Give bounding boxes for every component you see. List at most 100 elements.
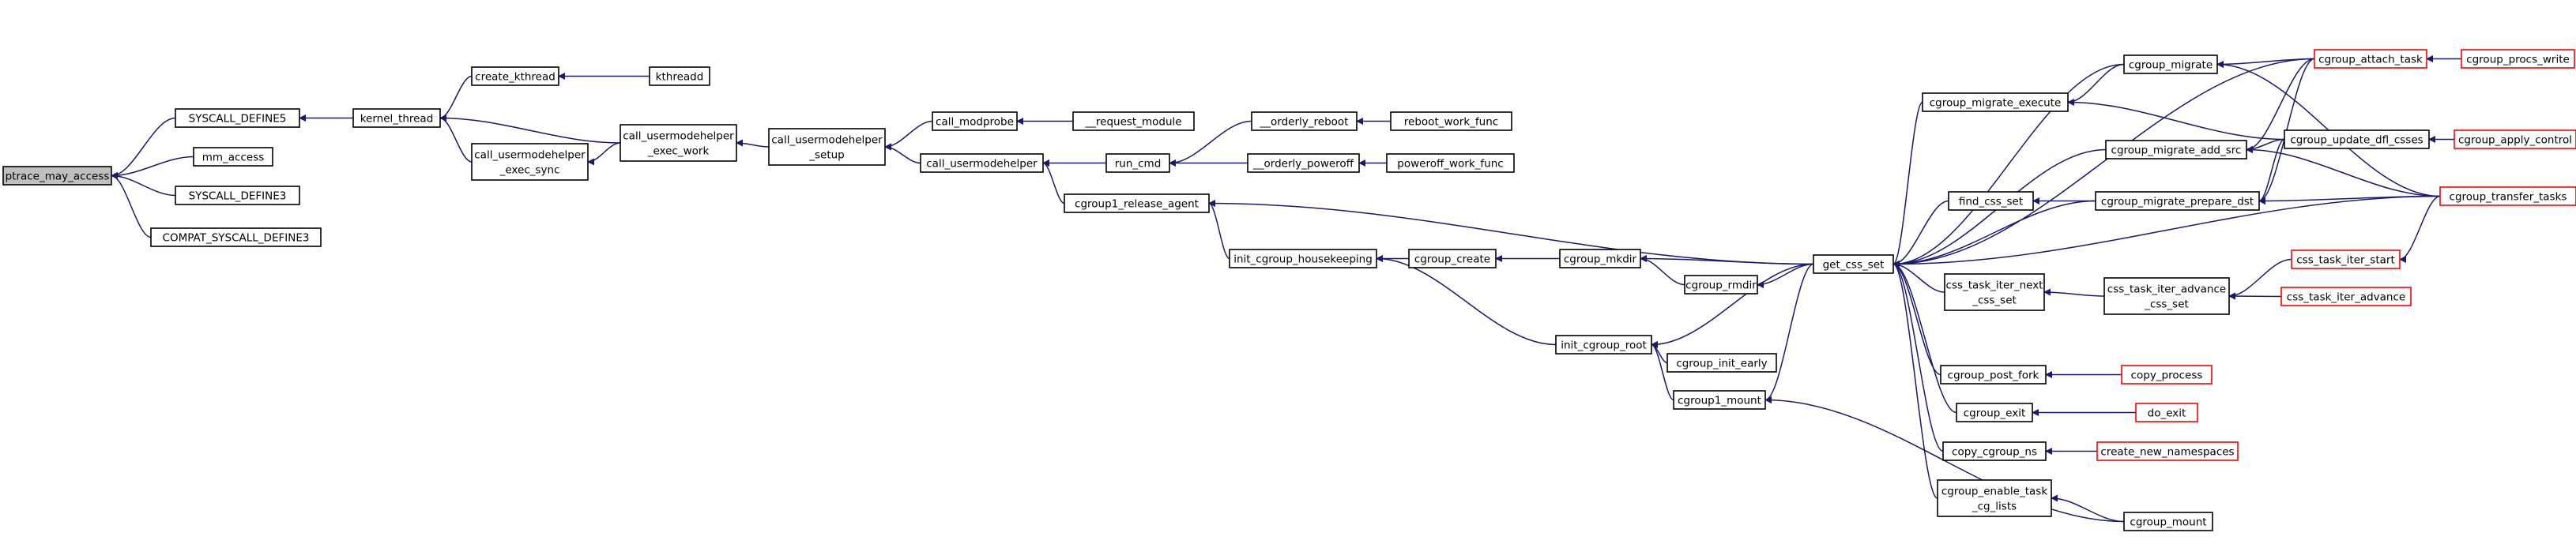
node-cgroup-attach-task[interactable]: cgroup_attach_task [2314,49,2427,69]
edge-call-usermodehelper-exec-sync-to-kernel-thread [439,114,473,163]
edge-get-css-set-to-init-cgroup-root [1651,263,1814,348]
node-cgroup-exit[interactable]: cgroup_exit [1956,403,2033,422]
node-compat-syscall-define3[interactable]: COMPAT_SYSCALL_DEFINE3 [150,227,322,247]
node-copy-process[interactable]: copy_process [2121,365,2213,385]
node-cgroup-mkdir[interactable]: cgroup_mkdir [1559,249,1641,268]
node-box [2439,186,2576,206]
node-label: find_css_set [1959,196,2023,208]
node-label: create_kthread [475,71,555,84]
node-cgroup-rmdir[interactable]: cgroup_rmdir [1684,275,1758,295]
node-cgroup-apply-control[interactable]: cgroup_apply_control [2454,129,2576,149]
edge-cgroup-update-dfl-csses-to-cgroup-migrate-execute [2067,99,2285,141]
node-box [1944,273,2045,311]
node-label: SYSCALL_DEFINE5 [189,113,287,126]
edge-css-task-iter-next-css-set-to-get-css-set [1892,261,1945,293]
node-box [1940,365,2047,385]
node-box [175,186,300,205]
edge-cgroup-attach-task-to-cgroup-migrate [2216,58,2315,68]
node-cgroup-transfer-tasks[interactable]: cgroup_transfer_tasks [2439,186,2576,206]
node-css-task-iter-advance[interactable]: css_task_iter_advance [2280,287,2412,306]
node-label: SYSCALL_DEFINE3 [189,190,287,203]
node-css-task-iter-start[interactable]: css_task_iter_start [2291,249,2401,269]
node-css-task-iter-advance-css-set[interactable]: css_task_iter_advance_css_set [2103,277,2230,315]
node-copy-cgroup-ns[interactable]: copy_cgroup_ns [1942,441,2047,461]
node-label: reboot_work_func [1404,116,1498,129]
node-cgroup1-release-agent[interactable]: cgroup1_release_agent [1064,193,1210,213]
node-cgroup-migrate-execute[interactable]: cgroup_migrate_execute [1922,92,2069,112]
node-poweroff-work-func[interactable]: poweroff_work_func [1386,153,1515,173]
node-create-new-namespaces[interactable]: create_new_namespaces [2096,441,2239,461]
node-label: __orderly_reboot [1260,116,1349,129]
node-call-usermodehelper-exec-sync[interactable]: call_usermodehelper_exec_sync [471,143,589,181]
node-find-css-set[interactable]: find_css_set [1948,191,2034,211]
node-label: mm_access [202,152,265,164]
node-cgroup-migrate-add-src[interactable]: cgroup_migrate_add_src [2105,140,2247,159]
node-css-task-iter-next-css-set[interactable]: css_task_iter_next_css_set [1944,273,2045,311]
node-label: __request_module [1084,116,1181,129]
node-label: init_cgroup_housekeeping [1233,253,1373,266]
edge-cgroup-attach-task-to-get-css-set [1892,58,2315,268]
edge-cgroup-enable-task-cg-lists-to-get-css-set [1892,261,1938,499]
node-box [2314,49,2427,69]
edge-css-task-iter-advance-to-css-task-iter-advance-css-set [2228,292,2282,300]
node-cgroup-create[interactable]: cgroup_create [1408,249,1497,268]
node-reboot-work-func[interactable]: reboot_work_func [1390,111,1512,131]
node-call-usermodehelper-exec-work[interactable]: call_usermodehelper_exec_work [620,124,737,162]
node-orderly-poweroff[interactable]: __orderly_poweroff [1247,153,1360,173]
node-label: COMPAT_SYSCALL_DEFINE3 [163,232,310,245]
node-kthreadd[interactable]: kthreadd [649,66,710,86]
node-cgroup-migrate[interactable]: cgroup_migrate [2123,54,2218,74]
edge-css-task-iter-advance-css-set-to-css-task-iter-next-css-set [2043,288,2105,297]
edge-syscall-define5-to-ptrace-may-access [111,117,176,179]
node-box [1942,441,2047,461]
node-call-usermodehelper[interactable]: call_usermodehelper [920,153,1044,173]
node-label: cgroup_transfer_tasks [2450,191,2567,204]
node-cgroup1-mount[interactable]: cgroup1_mount [1673,390,1766,410]
node-cgroup-update-dfl-csses[interactable]: cgroup_update_dfl_csses [2284,129,2430,149]
node-box [2123,512,2213,531]
node-label: cgroup1_mount [1678,395,1761,407]
node-cgroup-procs-write[interactable]: cgroup_procs_write [2461,49,2575,69]
node-ptrace-may-access[interactable]: ptrace_may_access [2,166,112,186]
node-label: _cg_lists [1972,501,2017,513]
edge-syscall-define3-to-ptrace-may-access [111,172,176,197]
node-label: css_task_iter_start [2296,254,2395,267]
edge-cgroup-transfer-tasks-to-cgroup-migrate-prepare-dst [2258,195,2441,204]
node-label: cgroup_migrate_add_src [2111,144,2242,157]
node-box [1390,111,1512,131]
node-call-usermodehelper-setup[interactable]: call_usermodehelper_setup [768,128,886,166]
node-syscall-define3[interactable]: SYSCALL_DEFINE3 [175,186,300,205]
node-call-modprobe[interactable]: call_modprobe [932,111,1018,131]
node-request-module[interactable]: __request_module [1072,111,1195,131]
node-label: kernel_thread [360,113,434,126]
node-syscall-define5[interactable]: SYSCALL_DEFINE5 [175,108,300,128]
node-get-css-set[interactable]: get_css_set [1813,254,1894,274]
node-mm-access[interactable]: mm_access [193,147,273,167]
node-box [1386,153,1515,173]
node-box [1813,254,1894,274]
node-box [1673,390,1766,410]
node-box [175,108,300,128]
node-create-kthread[interactable]: create_kthread [471,66,559,86]
node-cgroup-enable-task-cg-lists[interactable]: cgroup_enable_task_cg_lists [1937,479,2052,517]
node-run-cmd[interactable]: run_cmd [1105,153,1170,173]
node-label: copy_cgroup_ns [1952,446,2037,459]
node-kernel-thread[interactable]: kernel_thread [352,108,441,128]
edge-cgroup1-mount-to-init-cgroup-root [1651,341,1674,401]
node-cgroup-migrate-prepare-dst[interactable]: cgroup_migrate_prepare_dst [2095,191,2260,211]
node-cgroup-post-fork[interactable]: cgroup_post_fork [1940,365,2047,385]
edge-orderly-reboot-to-run-cmd [1169,120,1252,167]
node-label: kthreadd [656,71,704,84]
edge-layer [111,55,2462,523]
edge-css-task-iter-start-to-css-task-iter-advance-css-set [2228,258,2292,300]
edge-cgroup-transfer-tasks-to-css-task-iter-start [2399,195,2441,263]
node-cgroup-mount[interactable]: cgroup_mount [2123,512,2213,531]
node-init-cgroup-housekeeping[interactable]: init_cgroup_housekeeping [1229,249,1377,268]
node-orderly-reboot[interactable]: __orderly_reboot [1251,111,1358,131]
edge-cgroup-migrate-to-cgroup-migrate-execute [2067,63,2125,106]
node-label: cgroup_mount [2130,516,2206,529]
node-init-cgroup-root[interactable]: init_cgroup_root [1555,335,1652,355]
node-box [2454,129,2576,149]
node-do-exit[interactable]: do_exit [2135,403,2198,422]
node-cgroup-init-early[interactable]: cgroup_init_early [1666,353,1777,373]
